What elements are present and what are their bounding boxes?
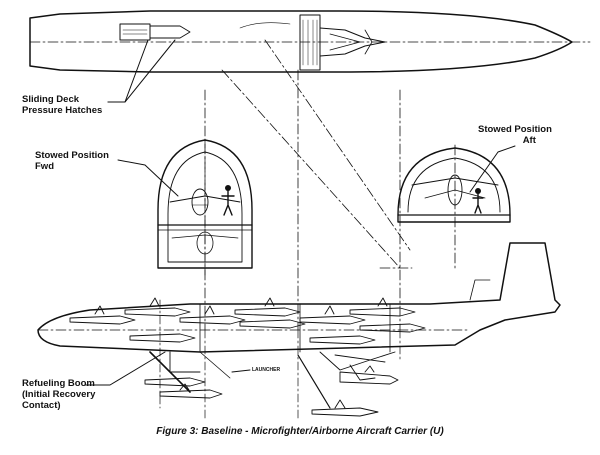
refueling-boom-label: Refueling Boom (Initial Recovery Contact… xyxy=(22,378,95,411)
refueling-boom-label-line2: (Initial Recovery xyxy=(22,389,96,400)
launcher-label: LAUNCHER xyxy=(252,367,281,373)
sliding-deck-label-line2: Pressure Hatches xyxy=(22,105,103,116)
recovery-fighter xyxy=(297,354,379,417)
aft-cross-section xyxy=(397,147,511,223)
stowed-aft-label-line2: Aft xyxy=(522,135,536,146)
refueling-boom xyxy=(144,351,231,399)
sliding-deck-label-line1: Sliding Deck xyxy=(22,94,80,105)
launcher-area xyxy=(169,351,399,385)
figure-caption: Figure 3: Baseline - Microfighter/Airbor… xyxy=(156,426,444,437)
sliding-deck-label: Sliding Deck Pressure Hatches xyxy=(22,94,102,116)
stowed-fwd-label-line1: Stowed Position xyxy=(35,150,109,161)
leader-lines xyxy=(84,39,516,386)
forward-cross-section xyxy=(157,139,253,276)
top-view-fuselage xyxy=(29,10,591,73)
stowed-aft-label: Stowed Position Aft xyxy=(478,124,552,146)
refueling-boom-label-line3: Contact) xyxy=(22,400,61,411)
stowed-fwd-label: Stowed Position Fwd xyxy=(35,150,109,172)
wing-outline xyxy=(204,39,456,331)
refueling-boom-label-line1: Refueling Boom xyxy=(22,378,95,389)
stowed-microfighters xyxy=(69,297,426,345)
stowed-fwd-label-line2: Fwd xyxy=(35,161,54,172)
stowed-aft-label-line1: Stowed Position xyxy=(478,124,552,135)
side-view-aircraft xyxy=(37,242,561,421)
